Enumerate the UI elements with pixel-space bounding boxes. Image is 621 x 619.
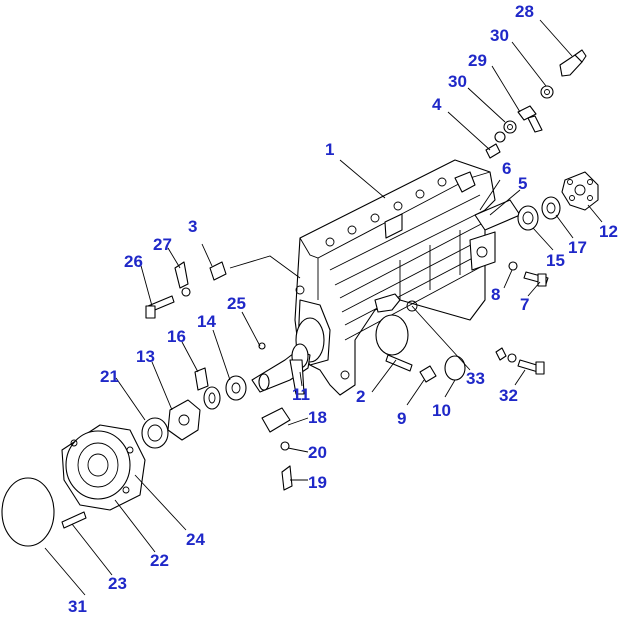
callout-13: 13 — [136, 347, 155, 366]
stud-bolt — [385, 354, 413, 372]
callout-21: 21 — [100, 367, 119, 386]
callout-30-upper: 30 — [490, 26, 509, 45]
flange-bolt — [61, 511, 87, 529]
callout-14: 14 — [197, 312, 216, 331]
callout-4: 4 — [432, 95, 442, 114]
callout-26: 26 — [124, 252, 143, 271]
camshaft-assembly — [251, 342, 311, 491]
callout-12: 12 — [599, 222, 618, 241]
callout-24: 24 — [186, 530, 205, 549]
callout-19: 19 — [308, 473, 327, 492]
callout-labels: 1 2 3 4 5 6 7 8 9 10 11 12 13 14 15 16 1… — [68, 2, 618, 616]
callout-16: 16 — [167, 327, 186, 346]
callout-20: 20 — [308, 443, 327, 462]
callout-10: 10 — [432, 401, 451, 420]
callout-17: 17 — [568, 238, 587, 257]
callout-8: 8 — [491, 285, 500, 304]
o-ring — [1, 477, 55, 547]
callout-9: 9 — [397, 409, 406, 428]
leader-lines — [44, 19, 603, 596]
callout-30-lower: 30 — [448, 72, 467, 91]
callout-5: 5 — [518, 174, 527, 193]
coupling-parts — [141, 367, 247, 449]
callout-2: 2 — [356, 387, 365, 406]
delivery-valve-fittings — [485, 49, 587, 159]
drive-flange — [61, 424, 146, 511]
callout-23: 23 — [108, 574, 127, 593]
right-side-parts — [474, 171, 599, 287]
callout-22: 22 — [150, 551, 169, 570]
cover-and-bolts — [419, 347, 545, 383]
callout-1: 1 — [325, 140, 334, 159]
callout-11: 11 — [292, 385, 310, 404]
callout-27: 27 — [153, 235, 172, 254]
callout-6: 6 — [502, 159, 511, 178]
callout-7: 7 — [520, 295, 529, 314]
bracket-parts — [145, 261, 227, 319]
callout-25: 25 — [227, 294, 246, 313]
callout-31: 31 — [68, 597, 87, 616]
callout-18: 18 — [308, 408, 327, 427]
callout-15: 15 — [546, 251, 565, 270]
callout-29: 29 — [468, 51, 487, 70]
callout-33: 33 — [466, 369, 485, 388]
callout-28: 28 — [515, 2, 534, 21]
callout-32: 32 — [499, 386, 518, 405]
callout-3: 3 — [188, 217, 197, 236]
